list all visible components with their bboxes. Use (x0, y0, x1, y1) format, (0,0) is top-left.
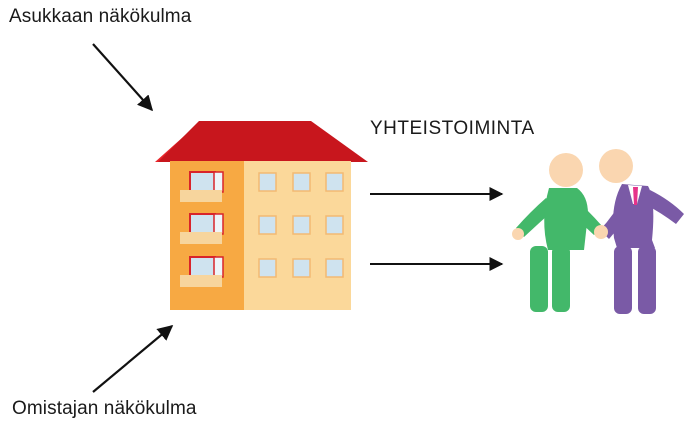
resident-perspective-label: Asukkaan näkökulma (9, 6, 192, 27)
green-person (512, 153, 608, 312)
apartment-building-icon (155, 121, 368, 310)
owner-perspective-label: Omistajan näkökulma (12, 398, 197, 419)
balcony-windows (180, 171, 224, 287)
handshake-people-icon (512, 149, 684, 314)
purple-person (599, 149, 684, 314)
owner-arrow (92, 325, 174, 393)
resident-arrow (92, 43, 154, 112)
building-windows (258, 172, 344, 278)
cooperation-label: YHTEISTOIMINTA (370, 118, 535, 139)
